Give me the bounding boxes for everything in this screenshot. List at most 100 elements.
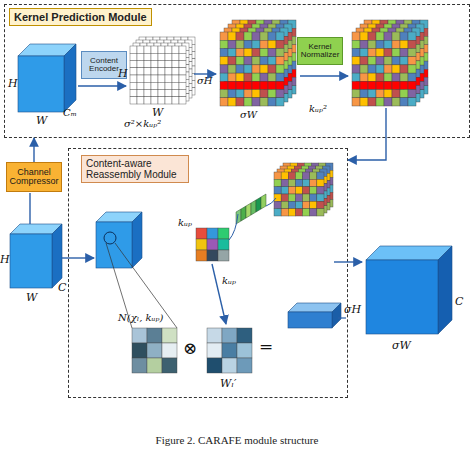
grid-cell: [228, 82, 236, 90]
grid-cell: [392, 32, 400, 40]
grid-cell: [252, 81, 260, 89]
grid-cell: [392, 90, 400, 98]
grid-cell: [228, 32, 236, 40]
grid-cell: [252, 40, 260, 48]
grid-cell: [228, 40, 236, 48]
dimension-label: =: [259, 338, 273, 355]
grid-cell: [392, 65, 400, 73]
dimension-label: W: [26, 292, 37, 303]
grid-cell: [252, 65, 260, 73]
grid-cell: [352, 57, 360, 65]
grid-cell: [310, 201, 317, 208]
illustration-group: [10, 20, 452, 373]
dimension-label: kᵤₚ: [222, 276, 236, 286]
grid-cell: [408, 57, 416, 65]
grid-cell: [196, 228, 207, 239]
flow-arrow: [78, 85, 126, 86]
kernel-vector: [256, 197, 261, 212]
grid-cell: [368, 32, 376, 40]
module-heading: Kernel Prediction Module: [9, 8, 152, 26]
grid-cell: [274, 172, 281, 179]
grid-cell: [392, 81, 400, 89]
grid-cell: [207, 343, 222, 358]
grid-cell: [384, 57, 392, 65]
grid-cell: [179, 97, 186, 104]
grid-cell: [276, 81, 284, 89]
grid-cell: [252, 82, 260, 90]
grid-cell: [260, 48, 268, 56]
grid-cell: [288, 172, 295, 179]
grid-cell: [244, 73, 252, 81]
grid-cell: [360, 73, 368, 81]
grid-cell: [408, 73, 416, 81]
grid-cell: [384, 65, 392, 73]
grid-cell: [252, 98, 260, 106]
grid-cell: [162, 328, 177, 343]
grid-cell: [368, 57, 376, 65]
grid-cell: [281, 187, 288, 194]
grid-cell: [288, 209, 295, 216]
kernel-vector: [261, 194, 266, 209]
dimension-label: σH: [197, 76, 213, 86]
grid-cell: [260, 32, 268, 40]
grid-cell: [252, 73, 260, 81]
grid-cell: [207, 328, 222, 343]
grid-cell: [218, 228, 229, 239]
dimension-label: H: [8, 78, 18, 89]
grid-cell: [260, 49, 268, 57]
cube-side: [438, 246, 452, 334]
grid-cell: [352, 32, 360, 40]
grid-cell: [360, 90, 368, 98]
grid-cell: [236, 32, 244, 40]
grid-cell: [268, 90, 276, 98]
grid-cell: [352, 65, 360, 73]
grid-cell: [400, 98, 408, 106]
flow-line: [29, 193, 30, 224]
grid-cell: [408, 98, 416, 106]
grid-cell: [274, 201, 281, 208]
grid-cell: [151, 53, 158, 60]
grid-cell: [220, 32, 228, 40]
grid-cell: [368, 90, 376, 98]
grid-cell: [158, 68, 165, 75]
grid-cell: [220, 81, 228, 89]
grid-cell: [376, 32, 384, 40]
grid-cell: [236, 73, 244, 81]
flow-line: [338, 317, 346, 318]
grid-cell: [228, 49, 236, 57]
grid-cell: [165, 68, 172, 75]
cube-side: [132, 212, 142, 268]
grid-cell: [400, 73, 408, 81]
dimension-label: W: [36, 115, 47, 126]
grid-cell: [288, 179, 295, 186]
grid-cell: [179, 90, 186, 97]
grid-cell: [408, 73, 416, 81]
grid-cell: [151, 68, 158, 75]
grid-cell: [260, 73, 268, 81]
grid-cell: [260, 40, 268, 48]
grid-cell: [384, 48, 392, 56]
cube-side: [64, 44, 76, 112]
grid-cell: [400, 82, 408, 90]
grid-cell: [137, 46, 144, 53]
grid-cell: [244, 49, 252, 57]
grid-cell: [303, 194, 310, 201]
grid-cell: [295, 187, 302, 194]
grid-cell: [130, 75, 137, 82]
grid-cell: [228, 90, 236, 98]
grid-cell: [368, 73, 376, 81]
grid-cell: [252, 48, 260, 56]
grid-cell: [158, 82, 165, 89]
grid-cell: [368, 90, 376, 98]
grid-cell: [384, 40, 392, 48]
grid-cell: [220, 98, 228, 106]
grid-cell: [303, 209, 310, 216]
grid-cell: [281, 209, 288, 216]
grid-cell: [392, 73, 400, 81]
grid-cell: [392, 65, 400, 73]
grid-cell: [244, 73, 252, 81]
grid-cell: [276, 32, 284, 40]
grid-cell: [252, 32, 260, 40]
grid-cell: [144, 61, 151, 68]
grid-cell: [158, 61, 165, 68]
